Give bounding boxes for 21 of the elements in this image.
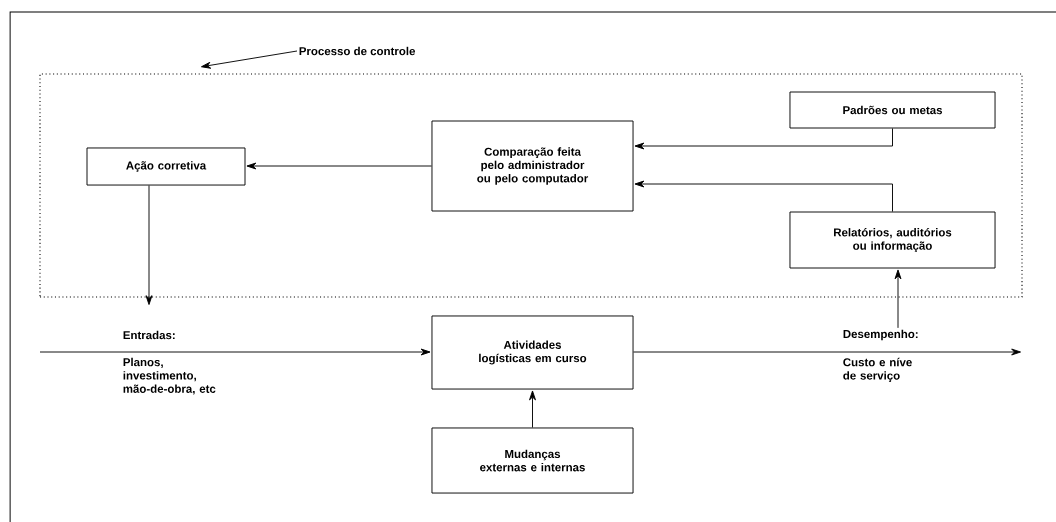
- leader-line: [201, 50, 298, 69]
- process-box: Comparação feita pelo administrador ou pelo computador: [431, 120, 634, 212]
- arrow: [633, 348, 1021, 356]
- caption: Entradas:: [123, 330, 175, 340]
- text-label: Desempenho:: [843, 329, 918, 341]
- arrow: [529, 390, 536, 428]
- arrow: [39, 348, 431, 356]
- arrow: [246, 162, 432, 170]
- leader-line: [894, 269, 902, 329]
- process-box: Ação corretiva: [86, 147, 246, 186]
- process-box: Relatórios, auditórios ou informação: [789, 211, 996, 269]
- note: Planos, investimento, mão-de-obra, etc: [123, 357, 216, 395]
- arrow: [145, 185, 153, 305]
- text-label: Processo de controle: [299, 46, 415, 56]
- dotted-frame: [39, 73, 1023, 298]
- arrow: [634, 128, 893, 150]
- process-box: Mudanças externas e internas: [431, 427, 634, 494]
- process-box: Padrões ou metas: [789, 91, 996, 129]
- process-box: Atividades logísticas em curso: [431, 315, 634, 390]
- note: Custo e níve de serviço: [843, 357, 912, 382]
- arrow: [634, 180, 893, 212]
